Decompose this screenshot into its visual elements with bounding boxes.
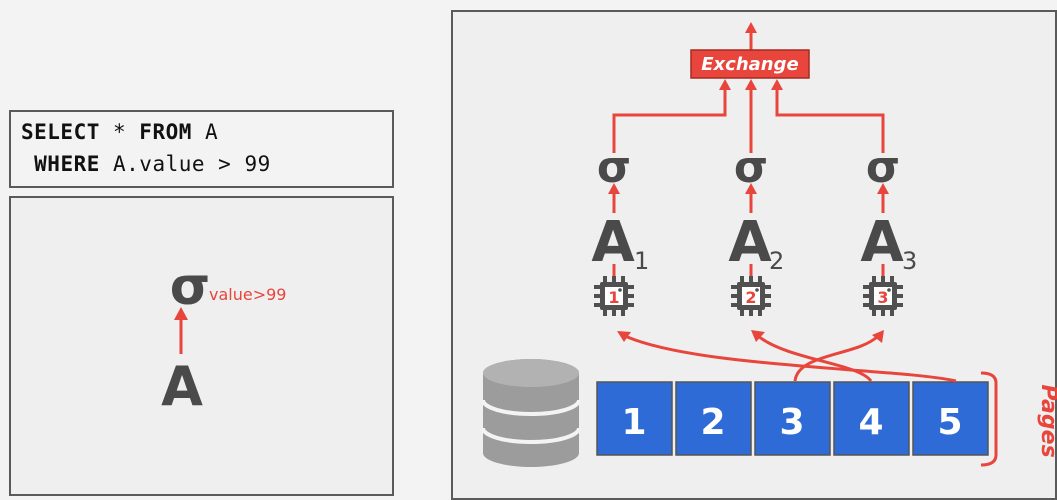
partition-subscript-1: 1 bbox=[634, 247, 649, 275]
partition-subscript-3: 3 bbox=[902, 247, 917, 275]
cpu-core-number-3: 3 bbox=[877, 288, 888, 307]
table-a-label: A bbox=[161, 355, 203, 418]
merge-line-1 bbox=[612, 87, 727, 153]
page-4-to-core-2-arrowhead bbox=[751, 330, 765, 342]
merge-arrowhead-3 bbox=[771, 79, 783, 90]
flow-arrowhead-a3 bbox=[877, 183, 889, 194]
pages-label: Pages bbox=[1036, 384, 1057, 457]
page-number-3: 3 bbox=[779, 402, 804, 443]
database-icon bbox=[481, 359, 581, 467]
partition-1: σ A 1 1 bbox=[591, 142, 649, 316]
sql-line-1: SELECT * FROM A bbox=[21, 120, 218, 144]
merge-arrowhead-1 bbox=[719, 79, 731, 90]
page-block-1 bbox=[596, 381, 673, 456]
exchange-operator-box bbox=[690, 49, 810, 79]
sql-keyword-select: SELECT bbox=[21, 120, 100, 144]
sql-query-box: SELECT * FROM A WHERE A.value > 99 bbox=[9, 110, 394, 188]
page-number-2: 2 bbox=[700, 402, 725, 443]
merge-arrowhead-2 bbox=[745, 79, 757, 90]
page-block-4 bbox=[833, 381, 910, 456]
flow-arrowhead-a2 bbox=[745, 183, 757, 194]
sql-keyword-where: WHERE bbox=[34, 152, 100, 176]
sql-predicate: A.value > 99 bbox=[99, 152, 271, 176]
page-4-to-core-2-arrow bbox=[757, 334, 873, 383]
pages-row: 1 2 3 4 5 bbox=[596, 381, 989, 456]
partition-2: σ A 2 2 bbox=[728, 142, 784, 316]
cpu-core-number-2: 2 bbox=[745, 288, 756, 307]
partition-subscript-2: 2 bbox=[769, 247, 784, 275]
cpu-core-number-1: 1 bbox=[608, 288, 619, 307]
page-5-to-core-1-arrow bbox=[624, 334, 957, 383]
selection-predicate-label: value>99 bbox=[209, 285, 286, 304]
serial-plan-diagram: σ value>99 A bbox=[161, 257, 286, 418]
page-number-5: 5 bbox=[937, 402, 962, 443]
sql-star: * bbox=[99, 120, 140, 144]
selection-operator-symbol: σ bbox=[170, 257, 211, 317]
page-block-5 bbox=[912, 381, 989, 456]
partition-3: σ A 3 3 bbox=[860, 142, 917, 316]
exchange-output-arrowhead bbox=[745, 22, 757, 33]
page-number-4: 4 bbox=[858, 402, 883, 443]
page-number-1: 1 bbox=[621, 402, 646, 443]
parallel-plan-diagram: Exchange σ A 1 1 σ A 2 2 bbox=[481, 22, 1057, 467]
sql-keyword-from: FROM bbox=[139, 120, 192, 144]
flow-arrowhead-a1 bbox=[608, 183, 620, 194]
page-5-to-core-1-arrowhead bbox=[617, 331, 631, 342]
serial-plan-panel: σ value>99 A bbox=[9, 196, 394, 496]
page-block-3 bbox=[754, 381, 831, 456]
page-3-to-core-3-arrowhead bbox=[872, 330, 884, 343]
page-block-2 bbox=[675, 381, 752, 456]
serial-flow-arrowhead bbox=[174, 307, 188, 320]
sql-line-2: WHERE A.value > 99 bbox=[21, 152, 271, 176]
merge-line-3 bbox=[775, 87, 885, 153]
pages-bracket bbox=[980, 371, 998, 467]
parallel-plan-panel: Exchange σ A 1 1 σ A 2 2 bbox=[451, 10, 1057, 500]
sql-table-name: A bbox=[191, 120, 219, 144]
exchange-label: Exchange bbox=[701, 54, 798, 75]
page-3-to-core-3-arrow bbox=[793, 334, 880, 382]
